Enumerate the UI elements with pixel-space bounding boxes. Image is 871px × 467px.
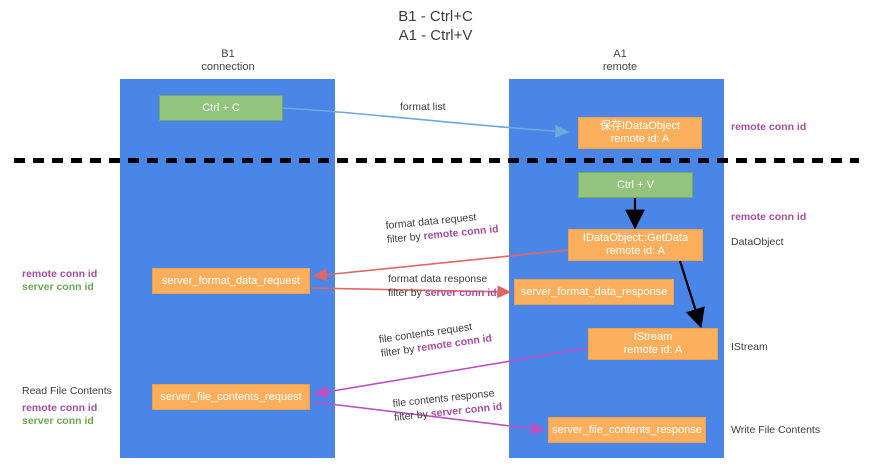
annotation-write-file-contents: Write File Contents [731,424,821,436]
node-ctrl-v[interactable]: Ctrl + V [578,172,693,198]
annotation-left-server-conn-id-2: server conn id [22,415,94,427]
node-idataobject-line1: 保存IDataObject [599,120,681,132]
node-server-file-contents-response-label: server_file_contents_response [552,423,702,436]
edge-label-format-data-response-text: format data response [388,273,488,285]
node-istream-line2: remote id: A [623,344,683,356]
node-server-format-data-request[interactable]: server_format_data_request [152,268,310,294]
annotation-left-remote-conn-id: remote conn id [22,268,98,280]
column-a1-subtitle: remote [602,61,638,73]
title-line-2: A1 - Ctrl+V [398,27,473,44]
node-server-file-contents-response[interactable]: server_file_contents_response [548,417,706,443]
node-ctrl-c-label: Ctrl + C [202,101,240,114]
node-server-format-data-response-label: server_format_data_response [520,285,668,298]
node-getdata-line2: remote id: A [606,245,665,257]
column-b1-name: B1 [221,48,235,60]
filter-prefix: filter by [393,408,432,424]
annotation-read-file-contents: Read File Contents [22,385,112,397]
node-ctrl-c[interactable]: Ctrl + C [159,95,283,121]
column-b1-subtitle: connection [201,61,255,73]
node-istream-line1: IStream [633,331,673,343]
node-ctrl-v-label: Ctrl + V [617,178,654,191]
annotation-istream: IStream [731,341,768,353]
filter-key-server-conn-id: server conn id [424,287,497,299]
edge-label-format-data-response-filter: filter by server conn id [388,286,497,300]
node-idataobject-line2: remote id: A [610,133,670,145]
node-server-file-contents-request-label: server_file_contents_request [160,390,302,403]
column-header-a1: A1 remote [540,48,700,74]
edge-label-format-data-request: format data request filter by remote con… [385,208,499,247]
filter-prefix: filter by [380,342,419,360]
annotation-remote-conn-id-mid: remote conn id [731,211,807,223]
filter-prefix: filter by [386,230,425,246]
filter-prefix: filter by [388,287,425,299]
node-istream[interactable]: IStream remote id: A [588,328,718,360]
annotation-remote-conn-id-top: remote conn id [731,121,807,133]
node-getdata-line1: IDataObject::GetData [582,232,689,244]
annotation-conn-id-pair-bottom: remote conn id server conn id [22,402,97,428]
title-line-1: B1 - Ctrl+C [398,8,473,25]
node-server-file-contents-request[interactable]: server_file_contents_request [152,384,310,410]
edge-label-format-list: format list [400,100,446,114]
node-idataobject-getdata[interactable]: IDataObject::GetData remote id: A [568,229,703,261]
edge-label-file-contents-response: file contents response filter by server … [392,386,503,425]
node-server-format-data-request-label: server_format_data_request [161,274,301,287]
section-divider [14,158,859,163]
node-idataobject[interactable]: 保存IDataObject remote id: A [578,117,702,149]
edge-label-file-contents-request: file contents request filter by remote c… [378,317,493,360]
column-header-b1: B1 connection [148,48,308,74]
annotation-left-server-conn-id: server conn id [22,281,94,293]
annotation-dataobject: DataObject [731,236,784,248]
edge-label-format-data-response: format data response filter by server co… [388,272,497,300]
edge-label-format-list-text: format list [400,101,446,113]
annotation-conn-id-pair-top: remote conn id server conn id [22,268,97,294]
column-a1-name: A1 [613,48,627,60]
node-server-format-data-response[interactable]: server_format_data_response [514,279,674,305]
page-title: B1 - Ctrl+C A1 - Ctrl+V [0,7,871,45]
annotation-left-remote-conn-id-2: remote conn id [22,402,98,414]
